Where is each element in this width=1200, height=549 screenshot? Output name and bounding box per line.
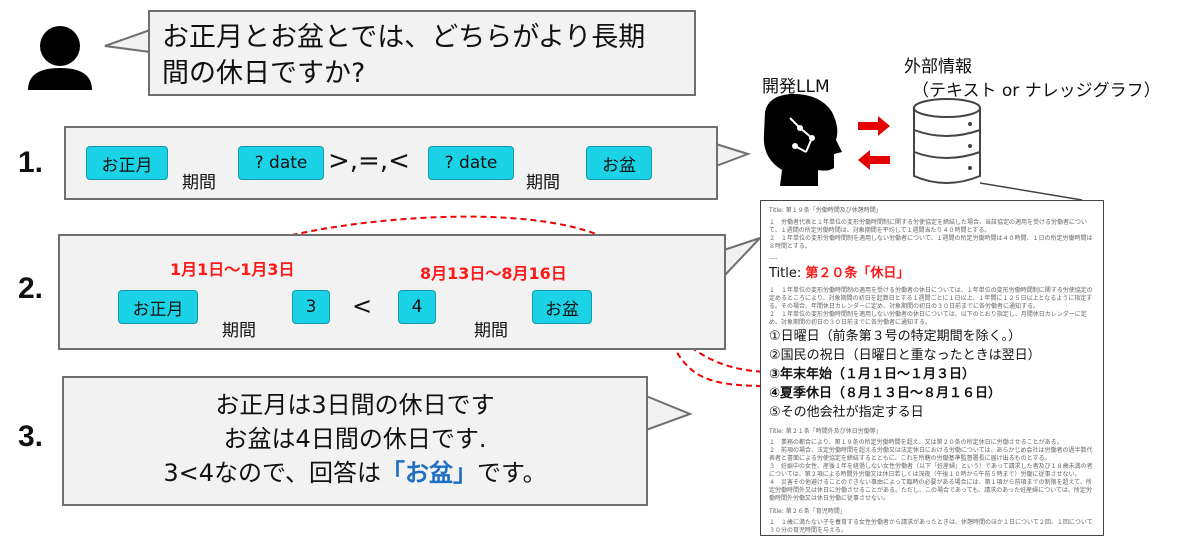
step2-edge-label-left: 期間 <box>222 321 256 341</box>
step1-node-obon: お盆 <box>586 146 652 180</box>
step1-node-oshogatsu: お正月 <box>86 146 168 180</box>
step1-comparator: >,=,< <box>328 146 410 176</box>
step2-node-three: 3 <box>292 290 330 324</box>
question-line-2: 間の休日ですか? <box>162 58 366 89</box>
answer-line-3: 3<4なので、回答は「お盆」です。 <box>64 456 646 490</box>
answer-line-3-prefix: 3<4なので、回答は <box>163 459 382 487</box>
doc-article26-para1: １ １歳に満たない子を養育する女性労働者から請求があったときは、休憩時間のほか１… <box>769 519 1093 534</box>
doc-item-3-newyear: ③年末年始（１月１日～１月３日） <box>769 367 976 382</box>
step2-range-obon: 8月13日～8月16日 <box>420 264 567 283</box>
question-bubble-tail <box>104 29 151 53</box>
doc-article20-para1: １ １年単位の変形労働時間制の適用を受ける労働者の休日については、１年単位の変形… <box>769 287 1093 310</box>
doc-article19-para1: １ 労働者代表と１年単位の変形労働時間制に関する労使協定を締結した場合、当該協定… <box>769 219 1088 234</box>
answer-line-3-suffix: です。 <box>477 459 547 487</box>
database-icon <box>913 98 981 184</box>
doc-item-4-summer: ④夏季休日（８月１３日～８月１６日） <box>769 386 1002 401</box>
doc-article20-title: 第２０条「休日」 <box>805 266 910 281</box>
step1-number: 1. <box>18 146 44 179</box>
llm-exchange-arrows <box>858 116 890 170</box>
answer-line-1: お正月は3日間の休日です <box>215 391 495 419</box>
doc-article20-heading: Title: 第２０条「休日」 <box>769 265 1095 283</box>
answer-highlight: 「お盆」 <box>381 459 478 487</box>
step2-node-obon: お盆 <box>532 290 592 324</box>
step1-bubble-tail <box>715 143 752 167</box>
question-bubble: お正月とお盆とでは、どちらがより長期 間の休日ですか? <box>148 10 696 96</box>
retrieval-curve-newyear <box>246 215 773 373</box>
llm-head-icon <box>763 93 842 186</box>
step3-bubble: お正月は3日間の休日です お盆は4日間の休日です. 3<4なので、回答は「お盆」… <box>62 376 648 506</box>
external-label-line1: 外部情報 <box>904 57 972 77</box>
doc-article21-para2: ２ 前項の場合、法定労働時間を超える労働又は法定休日における労働については、あら… <box>769 447 1093 462</box>
user-icon <box>28 26 92 90</box>
step2-bubble-tail <box>723 237 761 277</box>
step2-number: 2. <box>18 272 44 305</box>
source-document: Title: 第１９条「労働時間及び休憩時間」 １ 労働者代表と１年単位の変形労… <box>760 200 1104 536</box>
step3-number: 3. <box>18 420 44 453</box>
doc-article21-para1: １ 業務の都合により、第１９条の所定労働時間を超え、又は第２０条の所定休日に労働… <box>769 439 1063 446</box>
question-line-1: お正月とお盆とでは、どちらがより長期 <box>162 22 646 53</box>
doc-article19-para2: ２ １年単位の変形労働時間制を適用しない労働者について、１週間の所定労働時間は４… <box>769 235 1093 250</box>
document-callout-tail <box>760 190 1080 200</box>
step2-comparator: < <box>352 292 373 320</box>
doc-article20-para2: ２ １年単位の変形労働時間制を適用しない労働者の休日については、以下のとおり指定… <box>769 311 1087 326</box>
step1-node-date-left: ? date <box>238 146 324 180</box>
llm-label: 開発LLM <box>762 77 830 97</box>
doc-article21-para4: ４ 災害その他避けることのできない事由によって臨時の必要がある場合には、第１項か… <box>769 479 1092 502</box>
step1-node-date-right: ? date <box>428 146 514 180</box>
doc-article21-title: Title: 第２１条「時間外及び休日労働等」 <box>769 428 882 435</box>
doc-item-1: ①日曜日（前条第３号の特定期間を除く。） <box>769 329 1022 344</box>
step2-range-newyear: 1月1日～1月3日 <box>170 260 295 279</box>
step2-node-oshogatsu: お正月 <box>118 290 198 324</box>
doc-item-5: ⑤その他会社が指定する日 <box>769 405 924 420</box>
doc-article26-title: Title: 第２６条「育児時間」 <box>769 508 846 515</box>
doc-article19-title: Title: 第１９条「労働時間及び休憩時間」 <box>769 207 882 214</box>
step1-edge-label-left: 期間 <box>182 173 216 193</box>
doc-item-2: ②国民の祝日（日曜日と重なったときは翌日） <box>769 348 1041 363</box>
answer-line-2: お盆は4日間の休日です. <box>223 425 487 453</box>
step1-edge-label-right: 期間 <box>526 173 560 193</box>
doc-separator: ---- <box>769 255 778 262</box>
external-label-line2: （テキスト or ナレッジグラフ） <box>912 81 1161 101</box>
step2-edge-label-right: 期間 <box>474 321 508 341</box>
doc-article21-para3: ３ 妊娠中の女性、産後１年を経過しない女性労働者（以下「妊産婦」という）であって… <box>769 463 1093 478</box>
doc-article20-prefix: Title: <box>769 266 806 281</box>
step3-bubble-tail <box>645 395 693 431</box>
step2-node-four: 4 <box>398 290 436 324</box>
